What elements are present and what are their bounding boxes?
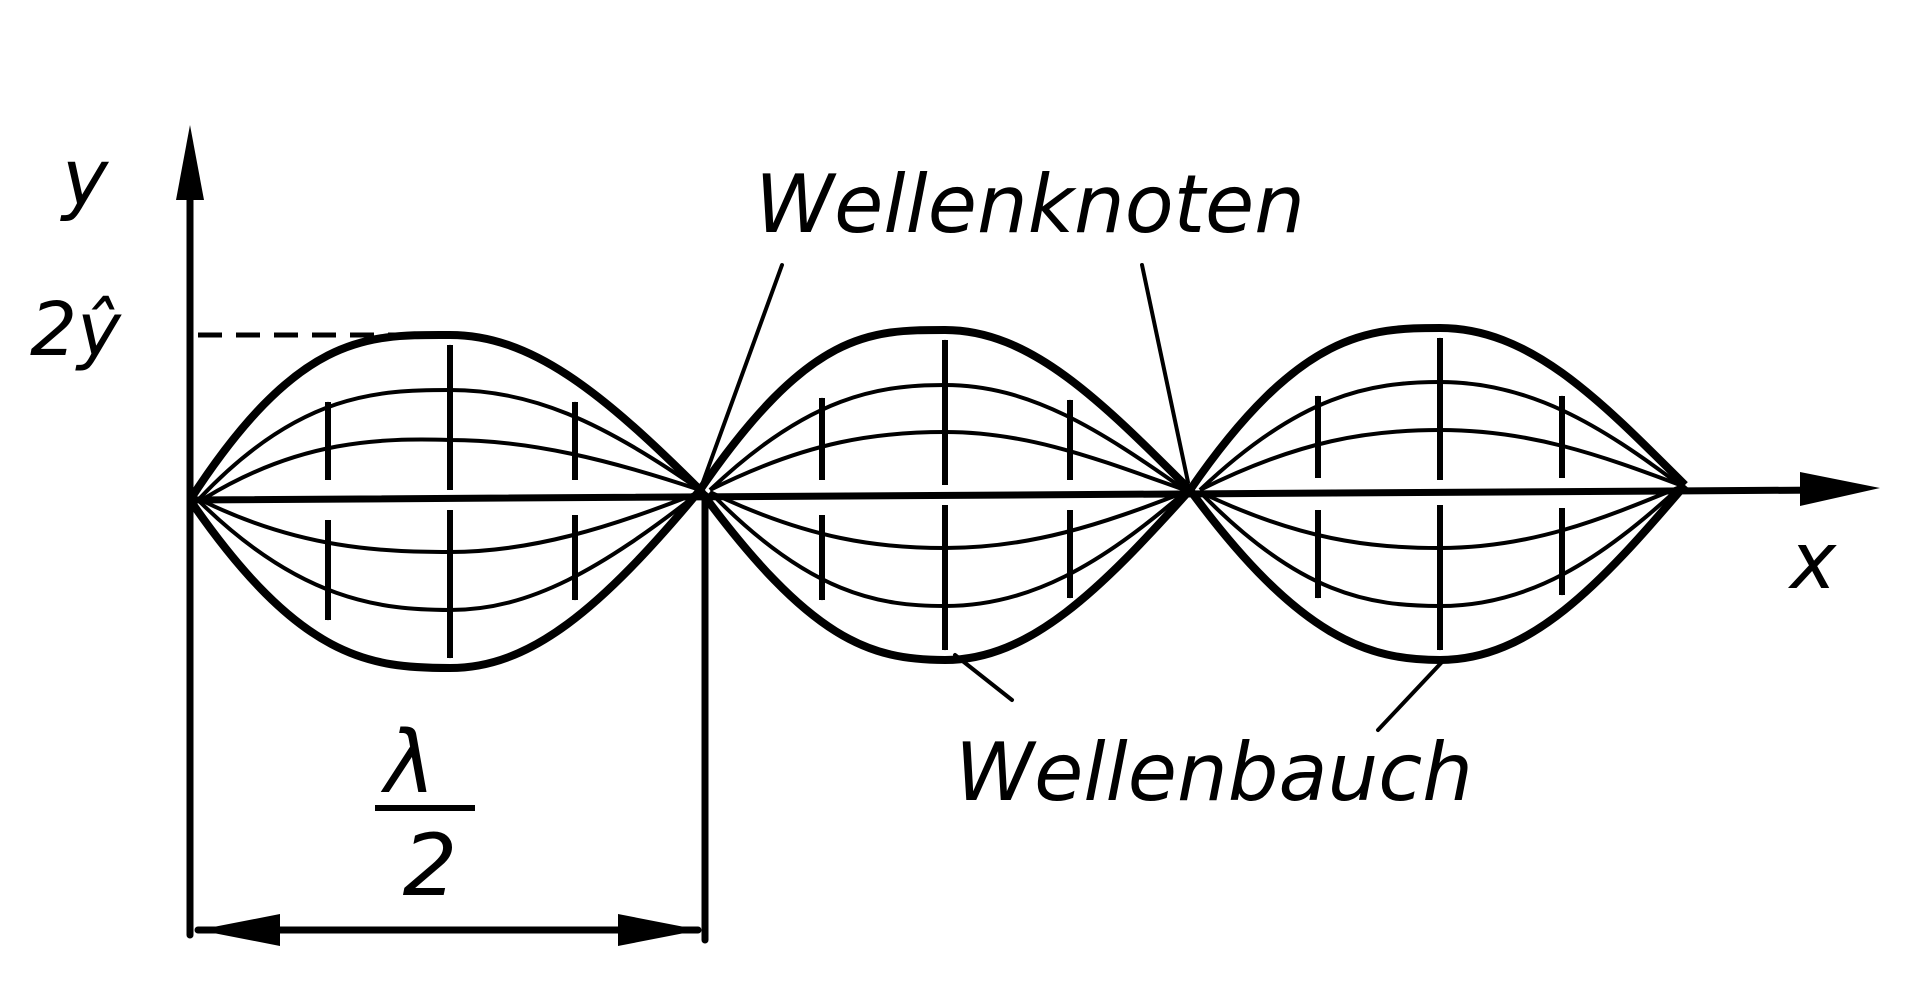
- antinode-pointer-1: [953, 653, 1014, 702]
- lambda-symbol: λ: [381, 713, 436, 813]
- x-axis-label: x: [1787, 517, 1837, 607]
- amplitude-label: 2ŷ: [30, 287, 122, 373]
- half-denominator: 2: [403, 816, 458, 916]
- y-axis-label: y: [60, 134, 110, 224]
- standing-wave-loop-1: [186, 330, 704, 673]
- antinode-label: Wellenbauch: [955, 726, 1473, 819]
- x-axis: [186, 472, 1880, 506]
- node-pointer-1: [701, 263, 784, 484]
- half-wavelength-dimension: [194, 491, 709, 946]
- node-pointer-2: [1140, 263, 1190, 484]
- antinode-pointer-2: [1376, 660, 1444, 732]
- node-label: Wellenknoten: [755, 158, 1305, 251]
- standing-wave-loop-3: [1186, 323, 1689, 665]
- y-axis: [176, 125, 204, 939]
- standing-wave-loop-2: [696, 325, 1193, 665]
